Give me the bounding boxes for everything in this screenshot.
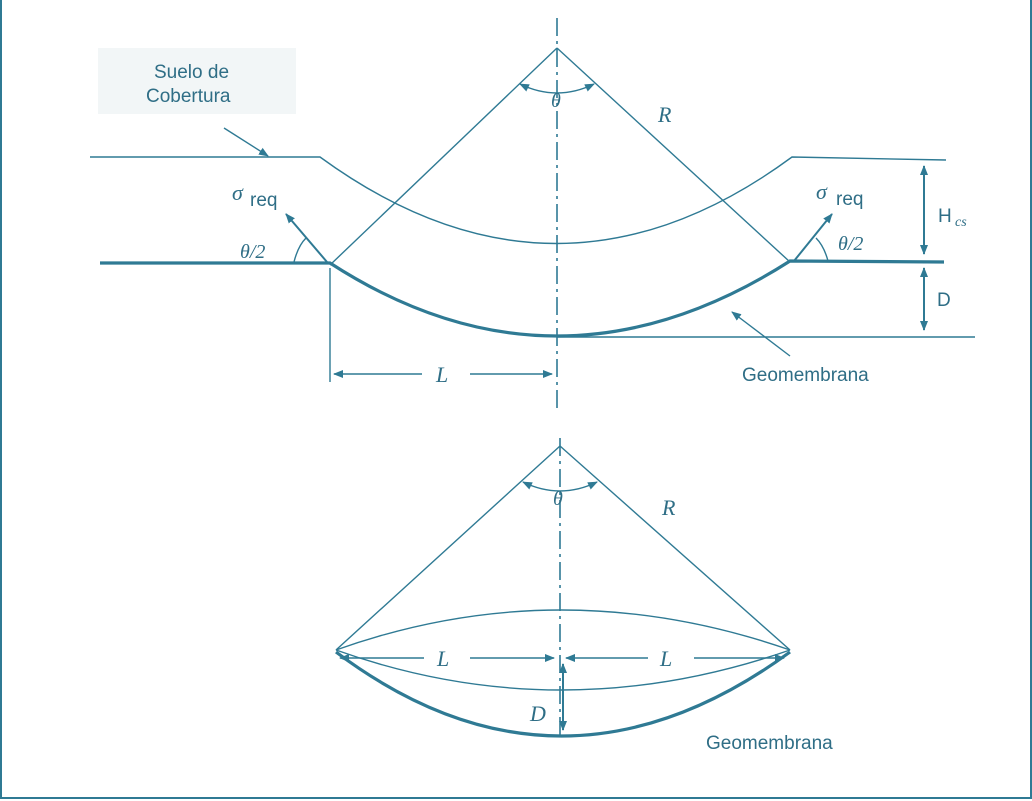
- geomembrane-label-top: Geomembrana: [742, 365, 869, 386]
- half-theta-label-left: θ/2: [240, 241, 265, 263]
- geomembrane-label-bottom: Geomembrana: [706, 733, 833, 754]
- cover-soil-label-2: Cobertura: [146, 86, 231, 107]
- sigma-label-right: σ: [816, 179, 828, 204]
- radius-line-right-bottom: [559, 445, 791, 651]
- sigma-sub-right: req: [836, 189, 863, 210]
- radius-line-left-bottom: [335, 445, 561, 651]
- d-label-bottom: D: [529, 701, 546, 726]
- l-label-top: L: [435, 362, 448, 387]
- radius-line-right: [556, 47, 791, 263]
- sigma-arrow-right: [793, 213, 833, 262]
- cover-soil-surface: [90, 156, 947, 245]
- sigma-sub-left: req: [250, 190, 277, 211]
- h-label: H: [938, 206, 952, 227]
- cover-soil-leader: [223, 127, 269, 157]
- l-label-bottom-right: L: [659, 646, 672, 671]
- cover-soil-label-background: [98, 48, 296, 114]
- radius-label-bottom: R: [661, 495, 676, 520]
- theta-arc-bottom: [522, 481, 598, 492]
- half-theta-arc-left: [293, 237, 307, 263]
- l-label-bottom-left: L: [436, 646, 449, 671]
- half-theta-label-right: θ/2: [838, 233, 863, 255]
- radius-line-left: [329, 47, 558, 266]
- cover-soil-label-1: Suelo de: [154, 62, 229, 83]
- theta-label-top: θ: [551, 90, 561, 112]
- theta-label-bottom: θ: [553, 488, 563, 510]
- top-diagram: Suelo de Cobertura θ R σ req σ req θ/2 θ…: [90, 18, 975, 412]
- radius-label-top: R: [657, 102, 672, 127]
- h-sub-label: cs: [955, 215, 967, 230]
- d-label-top: D: [937, 290, 951, 311]
- geomembrane-line-top: [100, 259, 945, 338]
- sigma-label-left: σ: [232, 180, 244, 205]
- half-theta-arc-right: [815, 237, 829, 262]
- sigma-arrow-left: [285, 213, 328, 263]
- geomembrane-line-bottom: [335, 650, 791, 738]
- theta-arc-top: [519, 83, 595, 94]
- ellipse-upper-edge: [335, 609, 791, 651]
- bottom-diagram: θ R L L D Geomembrana: [335, 438, 833, 754]
- geomembrane-leader-top: [731, 311, 791, 357]
